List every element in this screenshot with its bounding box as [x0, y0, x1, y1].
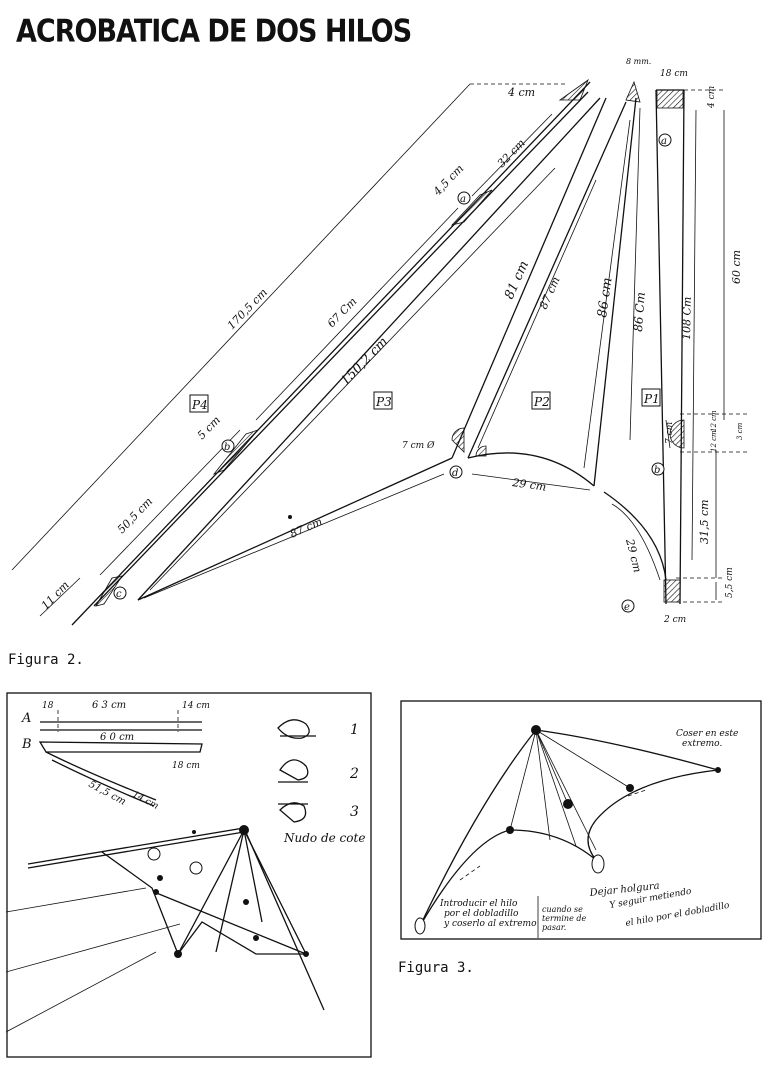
- knot-illustrations: 1 2 3 Nudo de cote: [277, 719, 365, 845]
- dim-p2-arc: 29 cm: [511, 476, 548, 494]
- dim-p1-7: 7 cm: [665, 422, 675, 444]
- dim-p1-31: 31,5 cm: [698, 499, 711, 544]
- figure-3-notes: Coser en este extremo. Introducir el hil…: [439, 729, 738, 932]
- label-p4: P4: [191, 398, 208, 412]
- dim-p2-circle: 7 cm Ø: [402, 440, 435, 451]
- b-dim-2: 18 cm: [172, 761, 200, 771]
- point-markers: a a b b c d e: [113, 133, 672, 613]
- dim-p1-60: 60 cm: [730, 250, 743, 284]
- point-e: e: [624, 602, 630, 613]
- b-dim-3: 51,5 cm: [87, 779, 128, 808]
- dim-p1-arc: 29 cm: [623, 537, 644, 574]
- page-title: ACROBATICA DE DOS HILOS: [16, 14, 412, 50]
- knot-1-label: 1: [350, 722, 359, 738]
- knot-caption: Nudo de cote: [283, 831, 365, 845]
- dim-p2-c: 86 cm: [595, 277, 615, 319]
- note-mid-2: termine de: [542, 914, 586, 923]
- label-p2: P2: [533, 395, 550, 409]
- b-dim-1: 6 0 cm: [100, 732, 134, 743]
- point-b-p1: b: [654, 465, 660, 476]
- note-mid-1: cuando se: [542, 905, 583, 914]
- point-d: d: [452, 468, 458, 479]
- note-left-3: y coserlo al extremo: [443, 919, 537, 929]
- figure-3-caption: Figura 3.: [398, 960, 474, 976]
- note-right-2: extremo.: [682, 739, 722, 749]
- dim-p4-b: 5 cm: [195, 414, 223, 443]
- point-c: c: [116, 589, 122, 600]
- knot-2-label: 2: [349, 766, 359, 782]
- dim-p3-long: 150,2 cm: [338, 335, 391, 389]
- figure-2-caption: Figura 2.: [8, 652, 84, 668]
- note-left-1: Introducir el hilo: [439, 899, 518, 909]
- a-dim-2: 6 3 cm: [92, 700, 126, 711]
- kite-frame-left: [6, 825, 325, 1033]
- a-dim-1: 18: [42, 701, 54, 711]
- dim-p1-w: 18 cm: [660, 69, 688, 79]
- point-b: b: [224, 442, 230, 453]
- label-b: B: [21, 737, 32, 752]
- dim-p1-12a: 12 cm: [710, 410, 718, 432]
- note-mid-3: pasar.: [542, 923, 566, 932]
- dim-p1-top: 8 mm.: [626, 57, 651, 66]
- label-p1: P1: [643, 392, 660, 406]
- panel-p2: [451, 80, 641, 491]
- point-a-p4: a: [460, 194, 466, 205]
- dim-p1-86: 86 Cm: [631, 292, 648, 333]
- dim-p1-55: 5,5 cm: [725, 567, 735, 598]
- panel-p4-strip: [11, 78, 591, 626]
- figure-3-diagram: Coser en este extremo. Introducir el hil…: [400, 700, 762, 940]
- panel-p1: [603, 89, 750, 605]
- label-p3: P3: [375, 395, 392, 409]
- dim-p3-bottom: 87 cm: [288, 515, 324, 541]
- dim-p1-4: 4 cm: [707, 86, 717, 109]
- note-right-1: Coser en este: [676, 729, 738, 739]
- dim-p4-top: 4 cm: [507, 86, 535, 99]
- assembly-diagram: A B 18 6 3 cm 14 cm 6 0 cm 18 cm 51,5 cm…: [6, 692, 372, 1058]
- dim-p1-2: 2 cm: [663, 615, 686, 625]
- panel-labels: P4 P3 P2 P1: [189, 388, 661, 413]
- note-left-2: por el dobladillo: [444, 909, 519, 919]
- kite-frame-right: [414, 725, 721, 938]
- dim-p1-108: 108 Cm: [680, 296, 694, 340]
- dim-p4-total: 170,5 cm: [225, 286, 270, 332]
- dim-p4-end: 11 cm: [39, 579, 72, 613]
- panel-p3-strip: [137, 97, 607, 601]
- a-dim-3: 14 cm: [182, 701, 210, 711]
- label-a: A: [21, 711, 31, 726]
- b-dim-4: 14 cm: [131, 790, 160, 812]
- point-a-p1: a: [661, 136, 667, 147]
- dimension-labels: 170,5 cm 67 Cm 50,5 cm 11 cm 4 cm 32 cm …: [39, 57, 744, 625]
- dim-p4-upper: 67 Cm: [325, 295, 360, 330]
- dim-p1-3: 3 cm: [736, 422, 744, 440]
- dim-p1-12b: 12 cm: [710, 430, 718, 452]
- dim-p4-lower: 50,5 cm: [115, 495, 155, 536]
- knot-3-label: 3: [350, 804, 359, 820]
- figure-2-diagram: P4 P3 P2 P1 a a b b c d e 170,5 cm 67 Cm…: [11, 57, 750, 626]
